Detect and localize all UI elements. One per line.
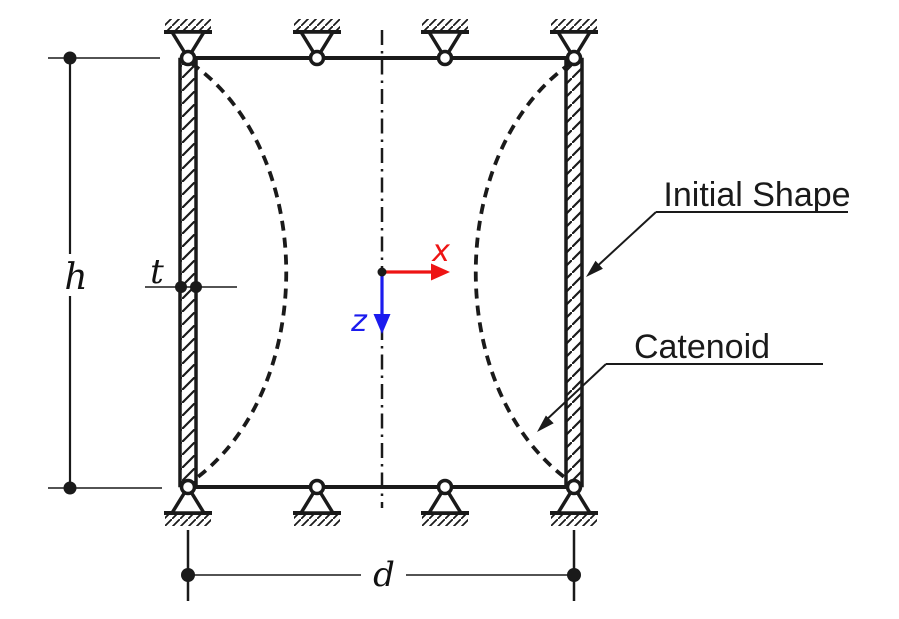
dim-t-dot-left bbox=[175, 281, 187, 293]
dim-h-label: h bbox=[64, 257, 87, 298]
dim-h-dot-bottom bbox=[63, 481, 77, 495]
z-axis-label: z bbox=[350, 304, 368, 339]
coordinate-system: x z bbox=[350, 234, 450, 339]
z-axis-arrowhead-icon bbox=[373, 314, 391, 334]
catenoid-arrowhead-icon bbox=[537, 415, 554, 432]
origin-dot bbox=[377, 267, 387, 277]
dimension-h: h bbox=[48, 51, 162, 495]
dim-t-label: t bbox=[150, 252, 164, 292]
catenoid-curve-right bbox=[473, 61, 573, 484]
catenoid-label: Catenoid bbox=[634, 328, 770, 366]
annotation-catenoid: Catenoid bbox=[537, 328, 823, 432]
x-axis-arrowhead-icon bbox=[431, 263, 450, 281]
dim-d-dot-right bbox=[567, 568, 581, 582]
dimension-d: d bbox=[181, 530, 581, 601]
left-wall bbox=[178, 57, 198, 488]
dim-d-label: d bbox=[373, 555, 395, 595]
dim-d-dot-left bbox=[181, 568, 195, 582]
initial-shape-label: Initial Shape bbox=[663, 176, 850, 214]
dim-h-dot-top bbox=[63, 51, 77, 65]
dimension-t: t bbox=[145, 252, 237, 293]
dim-t-dot-right bbox=[190, 281, 202, 293]
annotation-initial-shape: Initial Shape bbox=[586, 176, 851, 277]
initial-shape-leader-line bbox=[591, 211, 657, 272]
x-axis-label: x bbox=[431, 234, 450, 269]
right-wall bbox=[564, 57, 584, 488]
catenoid-curve-left bbox=[189, 61, 289, 484]
initial-shape-arrowhead-icon bbox=[586, 260, 603, 277]
catenoid-leader-line bbox=[542, 363, 607, 424]
